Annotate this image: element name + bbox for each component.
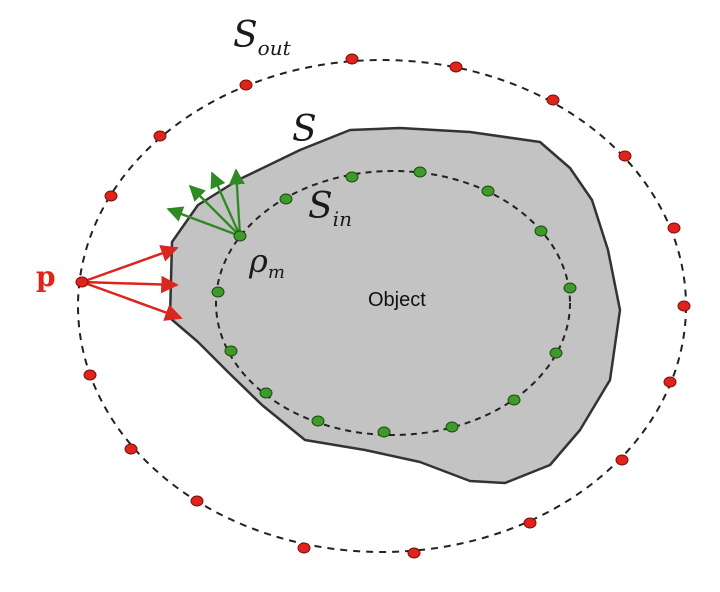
red-sample-point [618, 150, 632, 162]
red-sample-point [104, 190, 118, 202]
green-sample-point [377, 426, 391, 438]
label-s-in-sub: in [333, 207, 352, 231]
green-sample-point [311, 415, 325, 427]
red-sample-point [75, 276, 89, 288]
label-s-out-sub: out [258, 36, 292, 60]
green-arrow [210, 171, 242, 237]
green-sample-point [211, 286, 225, 298]
red-sample-point [523, 517, 537, 529]
green-sample-point [279, 193, 293, 205]
green-points-group [211, 166, 577, 438]
red-sample-point [546, 94, 560, 106]
green-arrow [166, 206, 241, 238]
label-s-in-main: S [308, 186, 333, 227]
label-object: Object [368, 289, 426, 311]
green-sample-point [563, 282, 577, 294]
green-arrow [228, 168, 245, 237]
red-sample-point [190, 495, 204, 507]
green-arrow [188, 184, 241, 237]
red-sample-point [345, 53, 359, 65]
green-sample-point [259, 387, 273, 399]
green-sample-point [507, 394, 521, 406]
red-sample-point [449, 61, 463, 73]
inner-boundary-s-in [215, 170, 571, 436]
green-sample-point [224, 345, 238, 357]
green-sample-point [534, 225, 548, 237]
green-sample-point [345, 171, 359, 183]
red-sample-point [124, 443, 138, 455]
red-arrow [81, 245, 179, 284]
red-arrow [81, 280, 183, 321]
green-sample-point [481, 185, 495, 197]
label-s-in: Sin [308, 186, 352, 231]
red-arrow [81, 275, 179, 294]
red-sample-point [153, 130, 167, 142]
red-sample-point [663, 376, 677, 388]
green-sample-point [233, 230, 247, 242]
red-sample-point [407, 547, 421, 559]
red-points-group [75, 53, 691, 559]
green-arrow-group [166, 168, 245, 238]
red-sample-point [83, 369, 97, 381]
red-sample-point [667, 222, 681, 234]
label-s-out: Sout [233, 15, 292, 60]
label-rho-main: ρ [248, 242, 268, 280]
label-rho-sub: m [268, 262, 285, 283]
green-sample-point [445, 421, 459, 433]
label-s: S [292, 109, 317, 150]
object-shape [168, 126, 622, 485]
red-sample-point [677, 300, 691, 312]
red-sample-point [239, 79, 253, 91]
red-sample-point [297, 542, 311, 554]
label-s-out-main: S [233, 15, 258, 56]
green-sample-point [549, 347, 563, 359]
label-p: p [36, 260, 56, 293]
red-sample-point [615, 454, 629, 466]
label-rho-m: ρm [248, 242, 285, 283]
red-arrow-group [81, 245, 183, 321]
green-sample-point [413, 166, 427, 178]
